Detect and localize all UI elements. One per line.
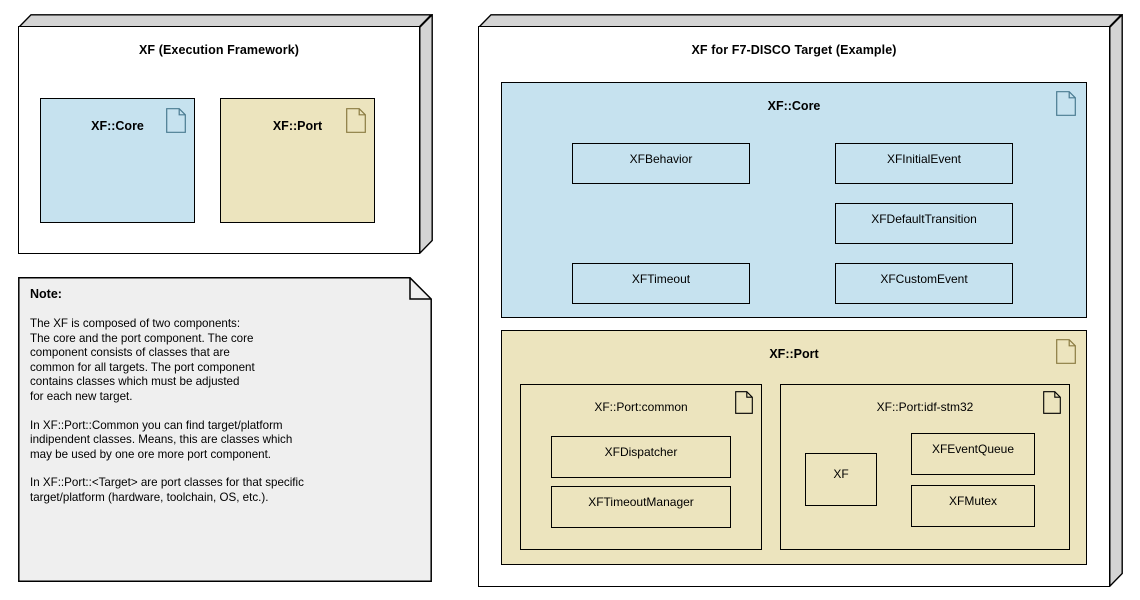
- component-xf-core-left[interactable]: XF::Core: [40, 98, 195, 223]
- class-box-xfcustomevent[interactable]: XFCustomEvent: [835, 263, 1013, 304]
- component-xf-port[interactable]: XF::Port XF::Port:common XFDispatcher XF…: [501, 330, 1087, 565]
- component-xf-port-idf-stm32[interactable]: XF::Port:idf-stm32 XF XFEventQueue XFMut…: [780, 384, 1070, 550]
- component-doc-icon: [735, 391, 753, 414]
- left-package-title: XF (Execution Framework): [138, 43, 300, 57]
- class-box-xf[interactable]: XF: [805, 453, 877, 506]
- note-shape: [18, 277, 432, 582]
- component-xf-port-idf-stm32-label: XF::Port:idf-stm32: [876, 400, 974, 414]
- note-paragraph-2: In XF::Port::Common you can find target/…: [30, 418, 293, 461]
- component-doc-icon: [1056, 91, 1076, 116]
- class-box-xftimeout[interactable]: XFTimeout: [572, 263, 750, 304]
- class-box-xfeventqueue[interactable]: XFEventQueue: [911, 433, 1035, 475]
- class-box-xfdefaulttransition[interactable]: XFDefaultTransition: [835, 203, 1013, 244]
- note-paragraph-1: The XF is composed of two components: Th…: [30, 317, 255, 403]
- right-package-title: XF for F7-DISCO Target (Example): [691, 43, 897, 57]
- class-box-xftimeoutmanager[interactable]: XFTimeoutManager: [551, 486, 731, 528]
- component-xf-port-common-label: XF::Port:common: [594, 400, 688, 414]
- component-doc-icon: [346, 108, 366, 133]
- component-xf-core[interactable]: XF::Core XFBehavior XFInitialEvent XFDef…: [501, 82, 1087, 318]
- component-xf-port-label: XF::Port: [769, 347, 819, 361]
- component-doc-icon: [1043, 391, 1061, 414]
- component-xf-port-common[interactable]: XF::Port:common XFDispatcher XFTimeoutMa…: [520, 384, 762, 550]
- class-box-xfdispatcher[interactable]: XFDispatcher: [551, 436, 731, 478]
- xf-framework-package: XF (Execution Framework) XF::Core XF::Po…: [18, 14, 433, 254]
- component-xf-port-left-label: XF::Port: [272, 119, 323, 133]
- component-doc-icon: [1056, 339, 1076, 364]
- xf-target-package: XF for F7-DISCO Target (Example) XF::Cor…: [478, 14, 1123, 587]
- package-side-left: [419, 14, 433, 254]
- component-xf-port-left[interactable]: XF::Port: [220, 98, 375, 223]
- note-heading: Note:: [30, 287, 62, 301]
- class-box-xfmutex[interactable]: XFMutex: [911, 485, 1035, 527]
- component-xf-core-left-label: XF::Core: [91, 119, 144, 133]
- package-side-right: [1109, 14, 1123, 587]
- component-xf-core-label: XF::Core: [767, 99, 821, 113]
- class-box-xfbehavior[interactable]: XFBehavior: [572, 143, 750, 184]
- class-box-xfinitialevent[interactable]: XFInitialEvent: [835, 143, 1013, 184]
- note-paragraph-3: In XF::Port::<Target> are port classes f…: [30, 476, 304, 504]
- note-box: Note: The XF is composed of two componen…: [18, 277, 432, 582]
- component-doc-icon: [166, 108, 186, 133]
